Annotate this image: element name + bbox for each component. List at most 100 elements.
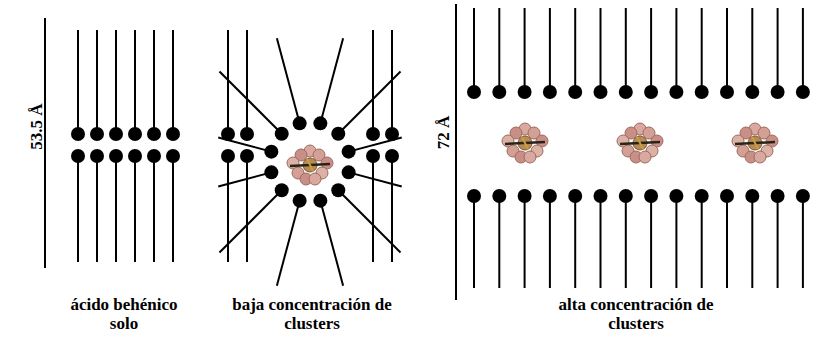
- fatty-acid-tail: [246, 156, 248, 262]
- polar-head: [796, 189, 810, 203]
- fatty-acid-tail: [218, 172, 271, 186]
- panel-caption: ácido behénico solo: [64, 295, 184, 333]
- fatty-acid-tail: [600, 8, 602, 92]
- polar-head: [275, 127, 289, 141]
- polar-head: [467, 189, 481, 203]
- fatty-acid-tail: [372, 156, 374, 262]
- fatty-acid-tail: [134, 156, 136, 262]
- fatty-acid-tail: [115, 156, 117, 262]
- fatty-acid-tail: [320, 38, 343, 123]
- polar-head: [467, 85, 481, 99]
- fatty-acid-tail: [338, 190, 400, 252]
- polar-head: [166, 149, 180, 163]
- fatty-acid-tail: [777, 8, 779, 92]
- polar-head: [293, 194, 307, 208]
- fatty-acid-tail: [650, 196, 652, 288]
- fatty-acid-tail: [625, 196, 627, 288]
- polar-head: [385, 149, 399, 163]
- fatty-acid-tail: [172, 156, 174, 262]
- polar-head: [366, 127, 380, 141]
- fatty-acid-tail: [600, 196, 602, 288]
- fatty-acid-tail: [549, 196, 551, 288]
- polar-head: [771, 189, 785, 203]
- fatty-acid-tail: [96, 30, 98, 134]
- fatty-acid-tail: [338, 71, 400, 133]
- polar-head: [313, 116, 327, 130]
- fatty-acid-tail: [372, 30, 374, 134]
- fatty-acid-tail: [802, 8, 804, 92]
- polar-head: [71, 149, 85, 163]
- polar-head: [568, 189, 582, 203]
- polar-head: [745, 85, 759, 99]
- polar-head: [166, 127, 180, 141]
- polar-head: [264, 165, 278, 179]
- dimension-line: [455, 4, 457, 300]
- fatty-acid-tail: [115, 30, 117, 134]
- polar-head: [342, 145, 356, 159]
- polar-head: [221, 149, 235, 163]
- fatty-acid-tail: [172, 30, 174, 134]
- polar-head: [293, 116, 307, 130]
- fatty-acid-tail: [473, 8, 475, 92]
- fatty-acid-tail: [625, 8, 627, 92]
- fatty-acid-tail: [751, 196, 753, 288]
- polar-head: [543, 85, 557, 99]
- dimension-label: 53.5 Å: [26, 103, 45, 149]
- polar-head: [71, 127, 85, 141]
- fatty-acid-tail: [219, 190, 281, 252]
- polar-head: [128, 127, 142, 141]
- polar-head: [147, 149, 161, 163]
- panel-caption: baja concentración de clusters: [217, 295, 407, 333]
- fatty-acid-tail: [726, 196, 728, 288]
- fatty-acid-tail: [153, 156, 155, 262]
- polar-head: [594, 85, 608, 99]
- polar-head: [720, 85, 734, 99]
- polar-head: [366, 149, 380, 163]
- polar-head: [331, 127, 345, 141]
- fatty-acid-tail: [77, 156, 79, 262]
- polar-head: [492, 85, 506, 99]
- fatty-acid-tail: [277, 201, 300, 286]
- polar-head: [90, 149, 104, 163]
- fatty-acid-tail: [349, 172, 402, 186]
- polar-head: [771, 85, 785, 99]
- fatty-acid-tail: [701, 8, 703, 92]
- polar-head: [313, 194, 327, 208]
- fatty-acid-tail: [218, 137, 271, 151]
- polar-head: [669, 85, 683, 99]
- polar-head: [619, 189, 633, 203]
- polar-head: [594, 189, 608, 203]
- polar-head: [240, 127, 254, 141]
- fatty-acid-tail: [574, 196, 576, 288]
- panel-caption: alta concentración de clusters: [541, 295, 731, 333]
- polar-head: [745, 189, 759, 203]
- fatty-acid-tail: [701, 196, 703, 288]
- fatty-acid-tail: [473, 196, 475, 288]
- fatty-acid-tail: [219, 71, 281, 133]
- polar-head: [109, 149, 123, 163]
- fatty-acid-tail: [153, 30, 155, 134]
- fatty-acid-tail: [802, 196, 804, 288]
- dimension-label: 72 Å: [434, 116, 453, 150]
- fatty-acid-tail: [134, 30, 136, 134]
- fatty-acid-tail: [277, 38, 300, 123]
- polar-head: [644, 85, 658, 99]
- fatty-acid-tail: [498, 8, 500, 92]
- fatty-acid-tail: [77, 30, 79, 134]
- polar-head: [331, 183, 345, 197]
- polar-head: [669, 189, 683, 203]
- polar-head: [796, 85, 810, 99]
- fatty-acid-tail: [726, 8, 728, 92]
- fatty-acid-tail: [675, 8, 677, 92]
- fatty-acid-tail: [498, 196, 500, 288]
- fatty-acid-tail: [751, 8, 753, 92]
- fatty-acid-tail: [524, 196, 526, 288]
- polar-head: [275, 183, 289, 197]
- polar-head: [644, 189, 658, 203]
- fatty-acid-tail: [777, 196, 779, 288]
- polar-head: [264, 145, 278, 159]
- polar-head: [147, 127, 161, 141]
- polar-head: [518, 85, 532, 99]
- polar-head: [695, 189, 709, 203]
